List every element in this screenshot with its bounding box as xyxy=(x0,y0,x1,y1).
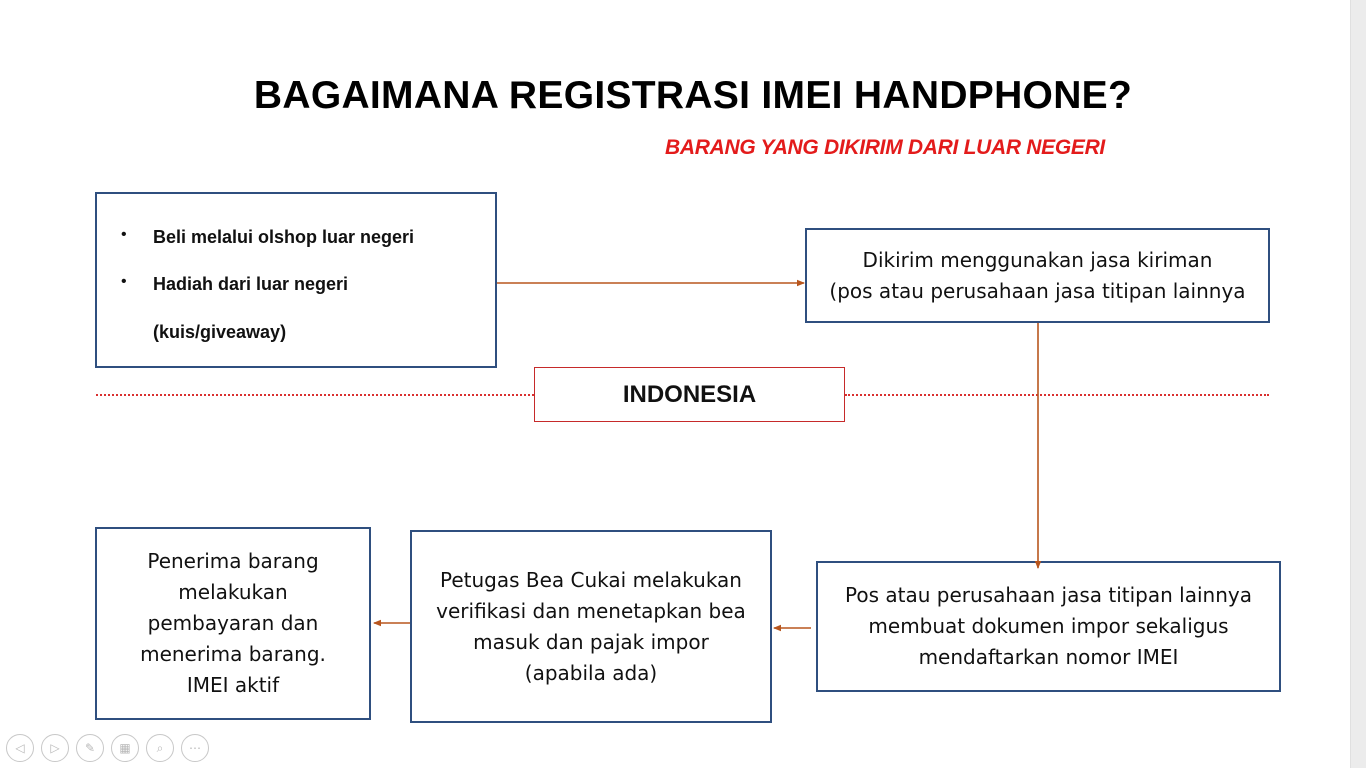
customs-step-line: masuk dan pajak impor xyxy=(473,629,709,654)
receiver-step-line: menerima barang. xyxy=(140,642,326,666)
boundary-line-left xyxy=(96,394,534,396)
next-icon[interactable]: ▷ xyxy=(41,734,69,762)
boundary-line-right xyxy=(845,394,1269,396)
receiver-step-line: pembayaran dan xyxy=(147,611,319,635)
bullet-icon: • xyxy=(121,226,127,243)
shipping-step-box: Dikirim menggunakan jasa kiriman (pos at… xyxy=(805,228,1270,323)
shipping-step-line: Dikirim menggunakan jasa kiriman xyxy=(862,247,1213,272)
slide-title: BAGAIMANA REGISTRASI IMEI HANDPHONE? xyxy=(253,74,1133,117)
source-item-gift: Hadiah dari luar negeri xyxy=(153,274,349,294)
previous-icon[interactable]: ◁ xyxy=(6,734,34,762)
customs-step-line: (apabila ada) xyxy=(524,660,658,685)
zoom-icon[interactable]: ⌕ xyxy=(146,734,174,762)
source-box: • Beli melalui olshop luar negeri • Hadi… xyxy=(95,192,497,368)
import-step-line: Pos atau perusahaan jasa titipan lainnya xyxy=(845,583,1252,607)
presenter-toolbar: ◁ ▷ ✎ ▦ ⌕ ⋯ xyxy=(6,734,209,764)
customs-step-line: verifikasi dan menetapkan bea xyxy=(436,598,746,623)
bullet-icon: • xyxy=(121,273,127,290)
more-options-icon[interactable]: ⋯ xyxy=(181,734,209,762)
source-item-gift-note: (kuis/giveaway) xyxy=(153,322,287,342)
shipping-step-line: (pos atau perusahaan jasa titipan lainny… xyxy=(829,278,1246,303)
import-step-line: mendaftarkan nomor IMEI xyxy=(918,645,1179,669)
customs-step-line: Petugas Bea Cukai melakukan xyxy=(440,567,742,592)
source-item-olshop: Beli melalui olshop luar negeri xyxy=(153,227,415,247)
slide-subtitle: BARANG YANG DIKIRIM DARI LUAR NEGERI xyxy=(665,136,1105,159)
slide-edge xyxy=(1350,0,1366,768)
import-step-line: membuat dokumen impor sekaligus xyxy=(868,614,1229,638)
import-document-step-box: Pos atau perusahaan jasa titipan lainnya… xyxy=(816,561,1281,692)
receiver-step-line: Penerima barang xyxy=(147,549,319,573)
customs-step-box: Petugas Bea Cukai melakukan verifikasi d… xyxy=(410,530,772,723)
receiver-step-box: Penerima barang melakukan pembayaran dan… xyxy=(95,527,371,720)
pen-icon[interactable]: ✎ xyxy=(76,734,104,762)
indonesia-label: INDONESIA xyxy=(534,367,845,422)
receiver-step-line: IMEI aktif xyxy=(186,673,280,697)
slides-grid-icon[interactable]: ▦ xyxy=(111,734,139,762)
receiver-step-line: melakukan xyxy=(178,580,288,604)
